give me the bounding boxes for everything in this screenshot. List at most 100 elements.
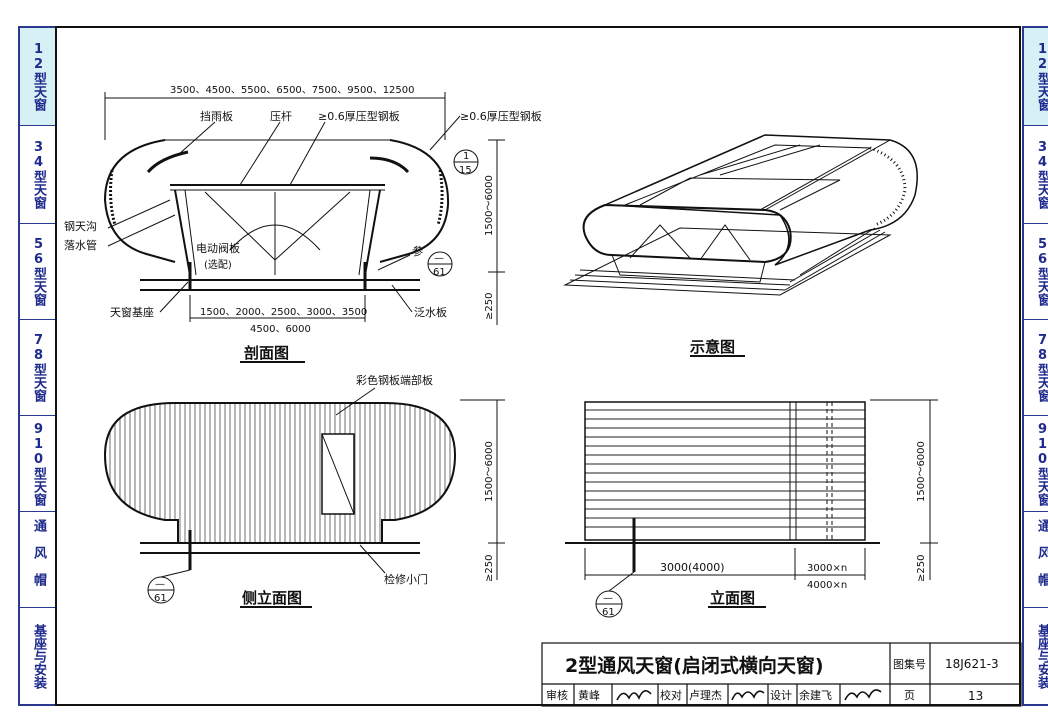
ref-circle-bottom: 61: [433, 267, 446, 278]
base-label: 天窗基座: [110, 305, 154, 319]
sidebar-tab-label: 56型天窗: [1035, 237, 1048, 306]
sidebar-tab-base-install[interactable]: 基座与安装: [20, 608, 56, 704]
gutter-label: 钢天沟: [64, 220, 97, 233]
drain-pipe-label: 落水管: [64, 238, 97, 252]
checker-name: 卢理杰: [689, 689, 722, 702]
leader-drain-pipe: [107, 214, 176, 247]
flashing-label: 泛水板: [414, 305, 447, 319]
atlas-label: 图集号: [893, 657, 926, 671]
rain-board-label: 挡雨板: [200, 109, 233, 123]
review-label: 审核: [546, 688, 568, 702]
access-door-diagonal: [321, 433, 355, 515]
elevation-base-height-dimension: ≥250: [916, 555, 927, 582]
page-number: 13: [968, 689, 983, 703]
schematic-roof-panel: [624, 144, 872, 211]
sidebar-tab-label: 12型天窗: [1035, 42, 1048, 111]
ref-label: 参: [412, 244, 423, 258]
sidebar-tab-type-9-10[interactable]: 910型天窗: [1024, 416, 1048, 512]
sidebar-tab-label: 通风帽: [31, 519, 46, 600]
elevation-caption: 立面图: [710, 589, 755, 607]
leader-gutter: [107, 199, 171, 229]
sidebar-tab-label: 56型天窗: [31, 237, 46, 306]
damper-optional-label: (选配): [204, 258, 232, 271]
right-sidebar: 12型天窗 34型天窗 56型天窗 78型天窗 910型天窗 通风帽 基座与安装: [1022, 26, 1048, 706]
leader-steel-plate: [289, 121, 326, 186]
left-shell-lobe: [103, 139, 176, 263]
sidebar-tab-label: 通风帽: [1035, 519, 1048, 600]
detail-circle-bottom: 15: [459, 165, 472, 176]
right-leg-inner: [358, 189, 371, 276]
top-strip: [0, 0, 1048, 24]
elevation-module-dimension-1: 3000×n: [807, 563, 847, 574]
sidebar-tab-type-1-2[interactable]: 12型天窗: [1024, 28, 1048, 126]
schematic-body-outline: [604, 134, 918, 266]
elevation-frame: [584, 401, 866, 541]
sidebar-tab-type-7-8[interactable]: 78型天窗: [20, 320, 56, 416]
sidebar-tab-vent-cap[interactable]: 通风帽: [20, 512, 56, 608]
sidebar-tab-type-7-8[interactable]: 78型天窗: [1024, 320, 1048, 416]
designer-name: 余建飞: [799, 688, 832, 702]
design-label: 设计: [770, 689, 792, 702]
sidebar-tab-type-3-4[interactable]: 34型天窗: [1024, 126, 1048, 224]
side-ref-bottom: 61: [154, 593, 167, 604]
sidebar-tab-type-5-6[interactable]: 56型天窗: [1024, 224, 1048, 320]
right-corrugation: [436, 169, 444, 226]
outer-steel-plate-label: ≥0.6厚压型钢板: [460, 109, 542, 123]
page-label: 页: [904, 689, 915, 702]
elevation-width-dimension: 3000(4000): [660, 561, 725, 574]
detail-circle-top: 1: [463, 151, 469, 162]
left-rain-board: [146, 150, 189, 174]
right-shell-lobe: [379, 139, 450, 263]
section-top-dimension: 3500、4500、5500、6500、7500、9500、12500: [170, 85, 415, 96]
schematic-corrugation: [869, 146, 907, 227]
access-door-label: 检修小门: [384, 572, 428, 586]
schematic-caption: 示意图: [690, 338, 735, 356]
sidebar-tab-label: 34型天窗: [1035, 140, 1048, 209]
bottom-dimension-1: 1500、2000、2500、3000、3500: [200, 307, 367, 318]
sidebar-tab-label: 基座与安装: [31, 623, 46, 689]
press-bar-label: 压杆: [270, 109, 292, 123]
sidebar-tab-type-9-10[interactable]: 910型天窗: [20, 416, 56, 512]
left-sidebar: 12型天窗 34型天窗 56型天窗 78型天窗 910型天窗 通风帽 基座与安装: [18, 26, 58, 706]
elevation-ref-bottom: 61: [602, 607, 615, 618]
side-elevation-ribs: [109, 403, 451, 543]
sidebar-tab-type-5-6[interactable]: 56型天窗: [20, 224, 56, 320]
drawing-title: 2型通风天窗(启闭式横向天窗): [565, 654, 824, 677]
left-leg: [174, 189, 191, 276]
sidebar-tab-type-1-2[interactable]: 12型天窗: [20, 28, 56, 126]
leader-access-door: [359, 544, 386, 574]
left-leg-inner: [184, 189, 197, 276]
sidebar-tab-type-3-4[interactable]: 34型天窗: [20, 126, 56, 224]
sidebar-tab-label: 910型天窗: [31, 421, 46, 506]
section-base-height-dimension: ≥250: [484, 293, 495, 320]
side-elevation-view: [103, 387, 505, 608]
section-view: [103, 92, 505, 363]
ref-circle-top: —: [434, 253, 444, 264]
sidebar-tab-base-install[interactable]: 基座与安装: [1024, 608, 1048, 704]
sidebar-tab-label: 910型天窗: [1035, 421, 1048, 506]
sidebar-tab-label: 78型天窗: [1035, 333, 1048, 402]
section-caption: 剖面图: [244, 344, 289, 362]
inner-steel-plate-label: ≥0.6厚压型钢板: [318, 109, 400, 123]
leader-rain-board: [177, 121, 216, 156]
elevation-height-dimension: 1500～6000: [916, 441, 927, 502]
elevation-ref-top: —: [603, 593, 613, 604]
sidebar-tab-vent-cap[interactable]: 通风帽: [1024, 512, 1048, 608]
sidebar-tab-label: 78型天窗: [31, 333, 46, 402]
side-base-height-dimension: ≥250: [484, 555, 495, 582]
schematic-rib: [699, 144, 801, 176]
right-rain-board: [369, 156, 410, 174]
sidebar-tab-label: 基座与安装: [1035, 623, 1048, 689]
title-block-frame: [541, 642, 1022, 707]
leader-base: [159, 281, 189, 313]
base-sheets: [563, 227, 892, 296]
schematic-view: [563, 134, 918, 357]
leader-flashing: [391, 284, 413, 313]
side-ref-leader: [160, 569, 191, 578]
side-height-dimension: 1500～6000: [484, 441, 495, 502]
reviewer-signature: [616, 690, 652, 701]
reviewer-name: 黄峰: [578, 688, 600, 702]
elevation-view: [565, 399, 938, 618]
checker-signature: [731, 690, 765, 701]
